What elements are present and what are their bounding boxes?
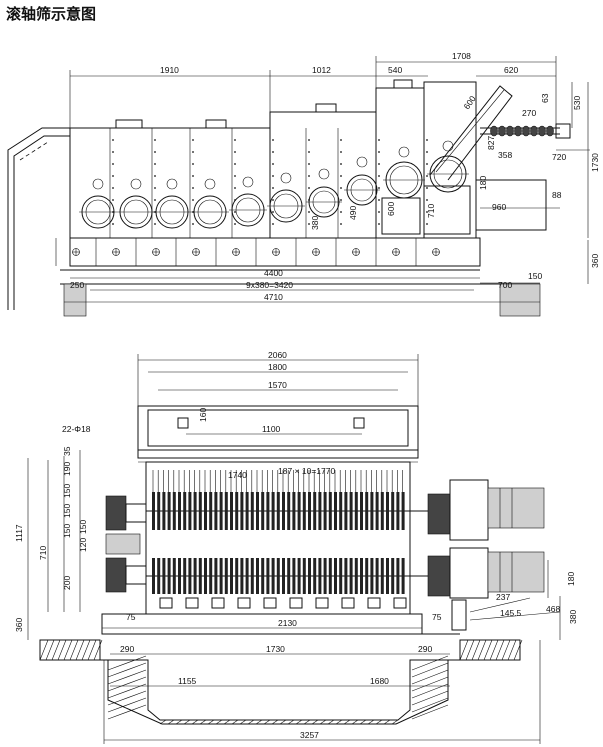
dim-600-b: 600 [386,202,396,216]
dim-710-top: 710 [426,204,436,218]
dim-35: 35 [62,446,72,456]
dim-468: 468 [546,604,560,614]
dim-1708: 1708 [452,51,471,61]
dim-1910: 1910 [160,65,179,75]
dim-75-left: 75 [126,612,136,622]
dim-1680: 1680 [370,676,389,686]
dim-2060: 2060 [268,350,287,360]
dim-150-a: 150 [62,484,72,498]
dim-63: 63 [540,93,550,103]
dim-530: 530 [572,96,582,110]
dim-490: 490 [348,206,358,220]
dim-358: 358 [498,150,512,160]
dim-9x380: 9x380=3420 [246,280,293,290]
dim-540: 540 [388,65,402,75]
dim-270: 270 [522,108,536,118]
dim-88: 88 [552,190,562,200]
dim-150-b: 150 [62,504,72,518]
dim-1730: 1730 [266,644,285,654]
bottom-view [27,354,561,744]
dim-1012: 1012 [312,65,331,75]
dim-200: 200 [62,576,72,590]
dim-710-bottom: 710 [38,546,48,560]
dim-250: 250 [70,280,84,290]
dim-190: 190 [62,462,72,476]
dim-1100: 1100 [262,424,281,434]
dim-4710: 4710 [264,292,283,302]
dim-180-bottom: 180 [566,572,576,586]
dim-700: 700 [498,280,512,290]
dim-1570: 1570 [268,380,287,390]
dim-75-right: 75 [432,612,442,622]
dim-290-left: 290 [120,644,134,654]
dim-150-top: 150 [528,271,542,281]
dim-1740: 1740 [228,470,247,480]
dim-150-d: 150 [78,520,88,534]
dim-145-5: 145.5 [500,608,522,618]
top-view [7,56,590,317]
dim-3257: 3257 [300,730,319,740]
dim-600-a: 600 [461,94,477,112]
dim-290-right: 290 [418,644,432,654]
dim-1730: 1730 [590,153,600,172]
dim-720: 720 [552,152,566,162]
dim-380-top: 380 [310,216,320,230]
dim-380-bottom: 380 [568,610,578,624]
dim-187x10: 187 × 10=1770 [278,466,335,476]
dim-1800: 1800 [268,362,287,372]
diagram-title: 滚轴筛示意图 [6,5,97,23]
dim-160: 160 [198,408,208,422]
dim-2130: 2130 [278,618,297,628]
dim-180-top: 180 [478,176,488,190]
dim-120: 120 [78,538,88,552]
dim-360-top: 360 [590,254,600,268]
dim-620: 620 [504,65,518,75]
dim-360-bottom: 360 [14,618,24,632]
dim-1155: 1155 [178,676,197,686]
dim-1117: 1117 [14,524,24,542]
dim-22-phi18: 22-Φ18 [62,424,91,434]
dim-4400: 4400 [264,268,283,278]
dim-150-c: 150 [62,524,72,538]
dim-827: 827 [486,136,496,150]
dim-237: 237 [496,592,510,602]
dim-960: 960 [492,202,506,212]
